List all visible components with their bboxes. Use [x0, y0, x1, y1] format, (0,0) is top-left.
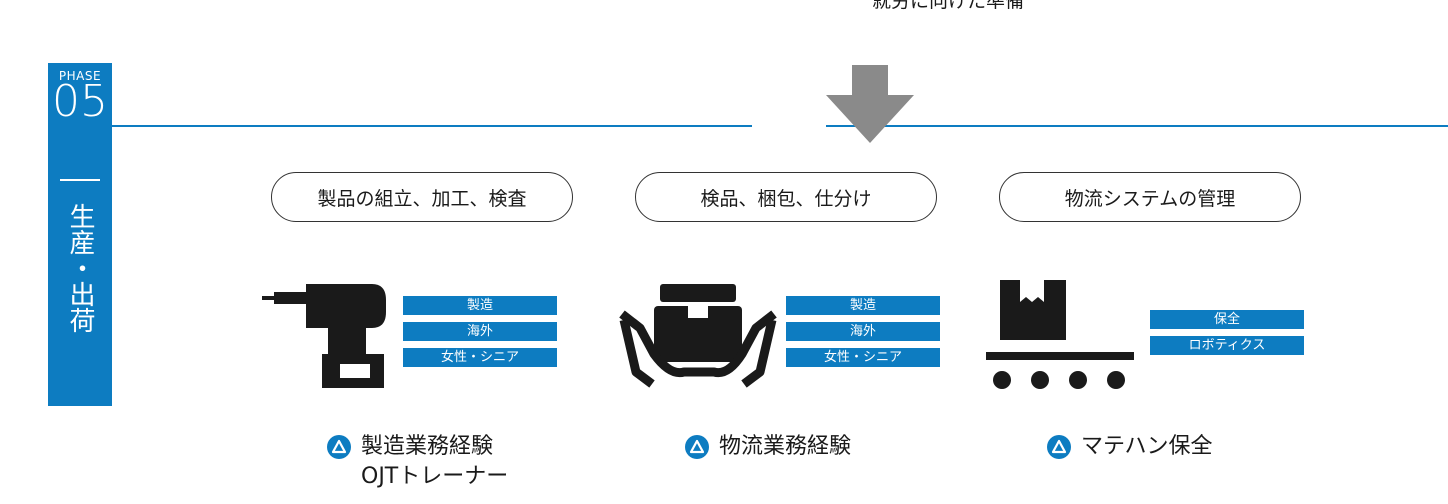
phase-number: 05	[52, 76, 108, 127]
result-line: 物流業務経験	[719, 434, 852, 459]
phase-divider	[60, 179, 100, 181]
tag: 製造	[786, 296, 940, 315]
task-pill-logistics: 物流システムの管理	[999, 172, 1301, 222]
tag: ロボティクス	[1150, 336, 1304, 355]
result-line: 製造業務経験	[361, 434, 494, 459]
hands-holding-box-icon	[619, 284, 777, 388]
timeline-line-left	[112, 125, 752, 127]
down-arrow-icon	[826, 65, 914, 143]
phase-label: PHASE	[58, 69, 102, 83]
phase-badge: PHASE 05 生産・出荷	[48, 63, 112, 406]
conveyor-box-icon	[986, 280, 1134, 389]
tag: 海外	[403, 322, 557, 341]
result-line: マテハン保全	[1081, 434, 1213, 459]
outcome-badge-icon	[327, 435, 351, 459]
result-item: マテハン保全	[1047, 432, 1213, 462]
task-pill-inspection: 検品、梱包、仕分け	[635, 172, 937, 222]
result-item: 物流業務経験	[685, 432, 851, 462]
tag: 製造	[403, 296, 557, 315]
power-drill-icon	[262, 284, 386, 388]
task-pill-assembly: 製品の組立、加工、検査	[271, 172, 573, 222]
outcome-badge-icon	[685, 435, 709, 459]
tag: 女性・シニア	[786, 348, 940, 367]
top-heading-fragment: 就労に向けた準備	[872, 0, 1025, 12]
outcome-badge-icon	[1047, 435, 1071, 459]
phase-title-text: 生産・出荷	[65, 203, 95, 333]
timeline-line-right	[826, 125, 1448, 127]
tag: 海外	[786, 322, 940, 341]
tag: 女性・シニア	[403, 348, 557, 367]
phase-title: 生産・出荷	[48, 203, 112, 333]
result-item: 製造業務経験 OJTトレーナー	[327, 432, 508, 492]
result-line: OJTトレーナー	[361, 464, 509, 489]
tag: 保全	[1150, 310, 1304, 329]
